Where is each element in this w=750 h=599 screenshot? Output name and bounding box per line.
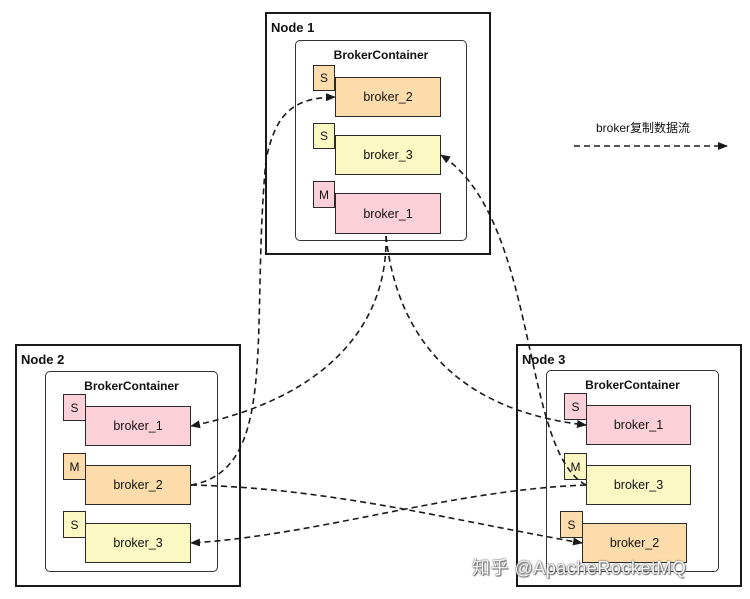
role-label: M <box>570 459 581 474</box>
broker-name: broker_3 <box>113 536 163 550</box>
broker-box[interactable]: broker_2 <box>85 465 191 505</box>
role-badge: S <box>313 123 335 149</box>
broker-box[interactable]: broker_1 <box>586 405 691 445</box>
broker-box[interactable]: broker_1 <box>335 193 441 234</box>
broker-name: broker_1 <box>113 419 163 433</box>
role-label: S <box>70 400 79 415</box>
broker-name: broker_1 <box>613 418 664 432</box>
broker-box[interactable]: broker_2 <box>335 77 441 117</box>
container-title: BrokerContainer <box>333 48 429 62</box>
role-badge: M <box>564 453 587 480</box>
role-badge: S <box>564 393 587 420</box>
watermark: 知乎 @ApacheRocketMQ <box>472 558 687 578</box>
broker-name: broker_2 <box>609 536 660 550</box>
legend-label: broker复制数据流 <box>596 121 691 135</box>
broker-box[interactable]: broker_3 <box>586 465 691 505</box>
role-label: S <box>567 517 576 532</box>
role-badge: S <box>560 511 583 538</box>
broker-name: broker_3 <box>363 148 413 162</box>
node-title: Node 3 <box>522 352 566 367</box>
broker-name: broker_2 <box>113 478 163 492</box>
broker-box[interactable]: broker_1 <box>85 406 191 446</box>
container-title: BrokerContainer <box>84 379 179 393</box>
role-label: S <box>319 129 328 143</box>
role-label: S <box>319 71 328 85</box>
broker-box[interactable]: broker_2 <box>582 523 687 563</box>
role-badge: M <box>313 181 335 208</box>
role-label: S <box>70 517 79 532</box>
broker-name: broker_2 <box>363 90 413 104</box>
node-title: Node 2 <box>21 352 65 367</box>
broker-name: broker_1 <box>363 206 413 221</box>
role-label: M <box>319 187 329 202</box>
broker-box[interactable]: broker_3 <box>335 135 441 175</box>
role-badge: S <box>63 511 86 538</box>
role-badge: M <box>63 453 86 480</box>
broker-box[interactable]: broker_3 <box>85 523 191 563</box>
role-label: M <box>69 459 80 474</box>
broker-name: broker_3 <box>613 478 664 492</box>
node-title: Node 1 <box>271 20 315 35</box>
role-label: S <box>571 399 580 414</box>
role-badge: S <box>63 394 86 421</box>
container-title: BrokerContainer <box>585 378 680 392</box>
role-badge: S <box>313 65 335 91</box>
